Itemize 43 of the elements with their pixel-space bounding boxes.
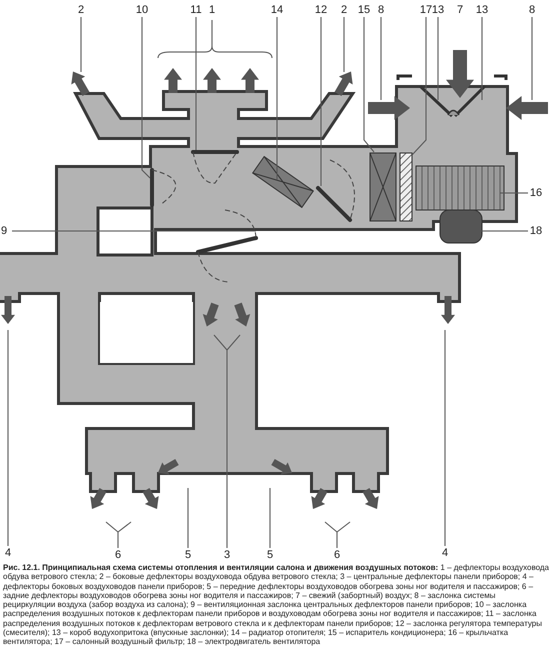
leader-line bbox=[226, 350, 228, 548]
callout-number: 8 bbox=[528, 4, 536, 16]
leader-line bbox=[320, 16, 322, 186]
leader-line bbox=[142, 16, 150, 178]
callout-number: 2 bbox=[78, 4, 84, 16]
leader-line bbox=[226, 334, 240, 350]
callout-number: 6 bbox=[114, 549, 122, 561]
callout-number: 11 bbox=[190, 4, 202, 16]
leader-line bbox=[500, 192, 528, 194]
leader-line bbox=[214, 334, 228, 350]
leader-line bbox=[324, 522, 338, 532]
leader-line bbox=[380, 16, 382, 100]
leader-line bbox=[12, 230, 256, 232]
figure-caption: Рис. 12.1. Принципиальная схема системы отопления и вентиляции салона и движения воздушных потоков: 1 – дефлекторы воздуховода обдува ветрового стекла; 2 – боковые дефлекторы воздуховода обдува ветрового стекла; 3 – центральные дефлекторы панели приборов; 4 – дефлекторы боковых воздуховодов панели приборов; 5 – передние дефлекторы воздуховодов обогрева зоны ног водителя и пассажиров; 6 – задние дефлекторы воздуховодов обогрева зоны ног водителя и пассажиров; 7 – свежий (забортный) воздух; 8 – заслонка системы рециркуляции воздуха (забор воздуха из салона); 9 – вентиляционная заслонка центральных дефлекторов панели приборов; 10 – заслонка распределения воздушных потоков к дефлекторам панели приборов и воздуховодам обогрева зоны ног водителя и пассажиров; 11 – заслонка распределения воздушных потоков к дефлекторам ветрового стекла и к дефлекторам панели приборов; 12 – заслонка регулятора температуры (смесителя); 13 – короб водухопритока (впускные заслонки); 14 – радиатор отопителя; 15 – испаритель кондиционера; 16 – крыльчатка вентилятора; 17 – салонный воздушный фильтр; 18 – электродвигатель вентилятора bbox=[3, 563, 549, 647]
callout-number: 18 bbox=[530, 225, 542, 237]
callout-number: 7 bbox=[456, 4, 464, 16]
callout-number: 13 bbox=[476, 4, 488, 16]
callout-number: 14 bbox=[270, 4, 284, 16]
callout-number: 9 bbox=[0, 225, 8, 237]
leader-line bbox=[80, 16, 82, 72]
leader-line bbox=[276, 16, 278, 180]
callout-number: 17 bbox=[420, 4, 432, 16]
callout-number: 4 bbox=[442, 547, 448, 559]
callout-number: 4 bbox=[4, 547, 12, 559]
callout-number: 3 bbox=[224, 549, 230, 561]
leader-line bbox=[336, 522, 350, 532]
callout-number: 2 bbox=[340, 4, 348, 16]
callout-number: 5 bbox=[266, 549, 274, 561]
callout-number: 12 bbox=[314, 4, 328, 16]
leader-line bbox=[364, 16, 374, 152]
callout-number: 5 bbox=[184, 549, 192, 561]
callout-number: 16 bbox=[530, 187, 542, 199]
callout-number: 13 bbox=[432, 4, 444, 16]
leader-line bbox=[106, 522, 118, 532]
leader-line bbox=[336, 532, 338, 548]
callout-number: 8 bbox=[378, 4, 384, 16]
leader-line bbox=[444, 330, 446, 546]
callout-number: 15 bbox=[358, 4, 370, 16]
callout-number: 10 bbox=[136, 4, 148, 16]
leader-line bbox=[412, 16, 426, 156]
leader-line bbox=[118, 522, 132, 532]
callout-number: 1 bbox=[208, 4, 216, 16]
callout-number: 6 bbox=[334, 549, 340, 561]
